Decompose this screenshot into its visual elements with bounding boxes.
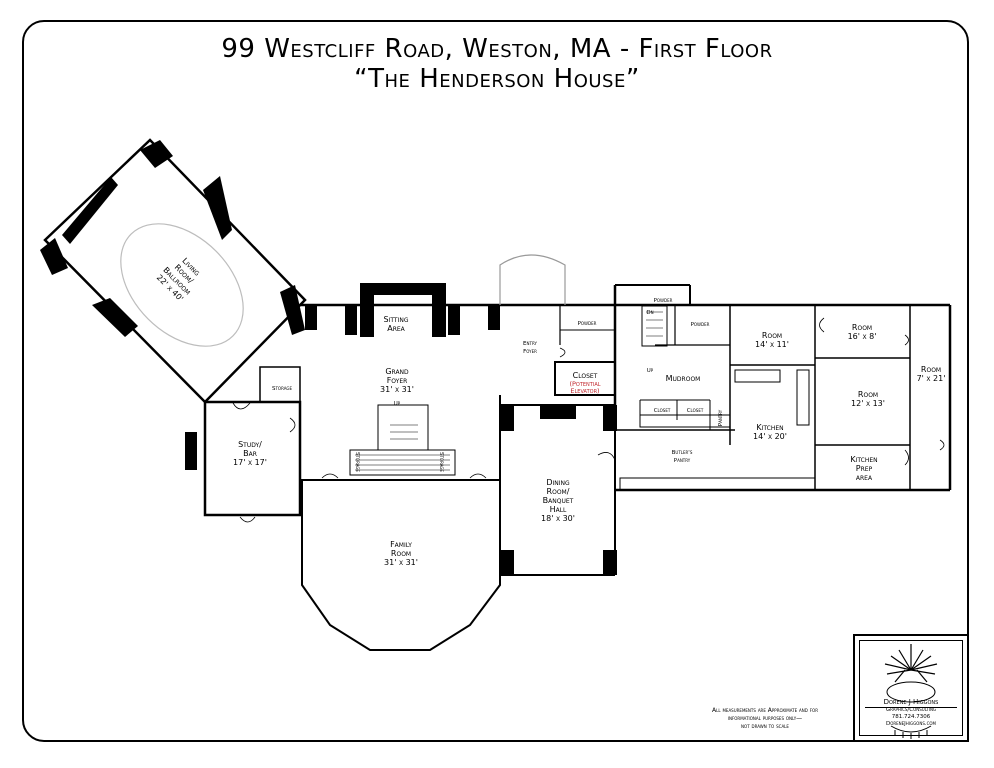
family-room-dims: 31' x 31' [384, 558, 418, 567]
room-12x13-label: Room [858, 390, 878, 399]
closet-elevator-label-1: Closet [573, 371, 598, 380]
disclaimer-line-1: All measurements are Approximate and for [712, 707, 818, 714]
stair-up-2-label: Up [647, 368, 654, 374]
room-14x11-label: Room [762, 331, 782, 340]
dining-room-label-3: Banquet [543, 496, 574, 505]
kitchen-label: Kitchen [756, 423, 783, 432]
dining-room-label-1: Dining [546, 478, 570, 487]
powder-1-label: Powder [578, 321, 597, 327]
title-house-name: “The Henderson House” [354, 64, 640, 94]
logo-line-2: 781.724.7306 [891, 714, 931, 720]
storage-left-label: Storage [354, 452, 360, 472]
butlers-pantry-label-1: Butler's [672, 450, 693, 456]
ballroom-outline [120, 223, 244, 347]
dining-room-label-4: Hall [550, 505, 567, 514]
closet-2-label: Closet [687, 408, 704, 414]
logo-contact: Graphics/Consulting 781.724.7306 DoreneJ… [861, 707, 961, 728]
sitting-area-label-2: Area [387, 324, 405, 333]
room-7x21-label: Room [921, 365, 941, 374]
family-room-label-2: Room [391, 549, 411, 558]
kitchen-prep-label-1: Kitchen [850, 455, 877, 464]
wall-accents [185, 283, 617, 575]
study-bar-label-2: Bar [243, 449, 257, 458]
grand-staircase [349, 404, 456, 476]
dining-room-label-2: Room/ [547, 487, 570, 496]
disclaimer-note: All measurements are Approximate and for… [690, 707, 840, 731]
door-swings [232, 317, 945, 523]
plan-title: 99 Westcliff Road, Weston, MA - First Fl… [0, 34, 994, 94]
storage-top-label: Storage [272, 386, 292, 392]
page-frame [22, 20, 969, 742]
pantry-label: Pantry [718, 409, 724, 426]
room-7x21-dims: 7' x 21' [917, 374, 946, 383]
room-14x11-dims: 14' x 11' [755, 340, 789, 349]
powder-2-label: Powder [654, 298, 673, 304]
kitchen-prep-label-3: area [856, 473, 873, 482]
grand-foyer-label-1: Grand [385, 367, 409, 376]
room-12x13-dims: 12' x 13' [851, 399, 885, 408]
family-room-walls [301, 479, 501, 651]
sitting-area-label-1: Sitting [384, 315, 409, 324]
pineapple-icon [884, 644, 938, 739]
designer-logo-box: Dorene J Higgons Graphics/Consulting 781… [853, 634, 969, 742]
mudroom-label: Mudroom [666, 374, 701, 383]
stair-dn-label: Dn [646, 310, 653, 316]
powder-3-label: Powder [691, 322, 710, 328]
grand-foyer-label-2: Foyer [387, 376, 408, 385]
entry-bay [499, 254, 566, 305]
entry-foyer-label-1: Entry [523, 341, 537, 347]
entry-foyer-label-2: Foyer [523, 349, 537, 355]
study-bar-dims: 17' x 17' [233, 458, 267, 467]
logo-line-3: DoreneJhiggons.com [885, 721, 937, 727]
room-16x8-label: Room [852, 323, 872, 332]
kitchen-dims: 14' x 20' [753, 432, 787, 441]
family-room-label-1: Family [390, 540, 412, 549]
logo-designer-name: Dorene J Higgons [883, 698, 939, 706]
kitchen-prep-label-2: Prep [856, 464, 873, 473]
butlers-pantry-label-2: Pantry [674, 458, 691, 464]
logo-line-1: Graphics/Consulting [885, 707, 937, 713]
study-bar-label-1: Study/ [238, 440, 262, 449]
grand-foyer-dims: 31' x 31' [380, 385, 414, 394]
room-16x8-dims: 16' x 8' [848, 332, 877, 341]
logo-divider [865, 707, 957, 708]
title-address: 99 Westcliff Road, Weston, MA - First Fl… [221, 34, 773, 64]
kitchen-fixtures [619, 305, 816, 491]
storage-right-label: Storage [438, 452, 444, 472]
closet-elevator-label-2: (Potential [569, 380, 600, 388]
closet-elevator-label-3: Elevator) [570, 387, 599, 395]
disclaimer-line-2: informational purposes only— [727, 715, 803, 722]
closet-1-label: Closet [654, 408, 671, 414]
stair-up-label: Up [394, 401, 401, 407]
living-room-wing: Living Room/ Ballroom 22' x 40' [40, 138, 307, 404]
disclaimer-line-3: not drawn to scale [741, 723, 789, 730]
dining-room-dims: 18' x 30' [541, 514, 575, 523]
study-bar-walls [203, 366, 302, 517]
